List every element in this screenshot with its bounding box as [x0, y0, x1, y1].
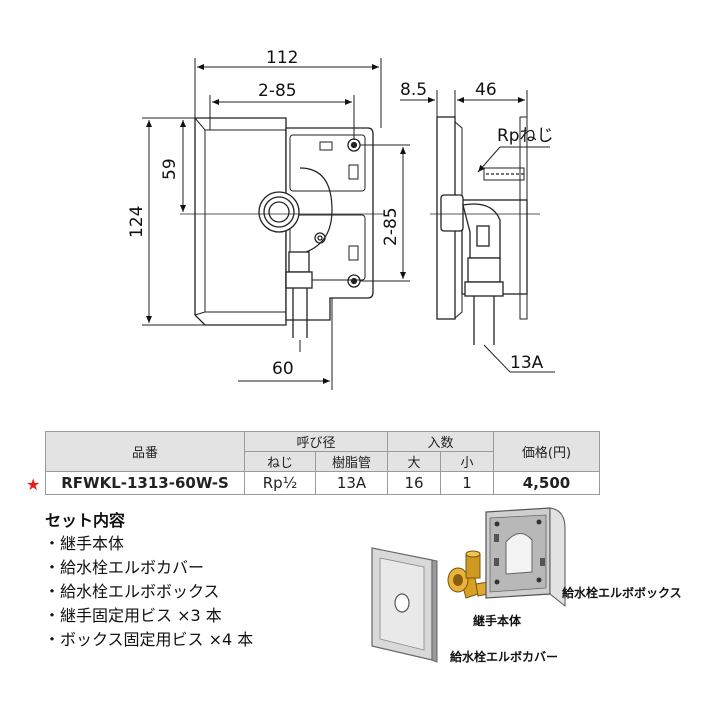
callout-body: 継手本体 — [473, 614, 522, 628]
front-view — [180, 117, 385, 338]
side-dimensions — [400, 90, 555, 373]
header-product-code: 品番 — [45, 431, 245, 472]
set-contents-title: セット内容 — [45, 511, 126, 530]
wall-box-image — [485, 507, 566, 608]
header-bore: 呼び径 — [244, 431, 388, 452]
list-item: 給水栓エルボボックス — [44, 580, 253, 604]
dim-height-total: 124 — [127, 206, 147, 238]
elbow-body-image — [447, 550, 489, 599]
front-dimensions — [142, 58, 410, 390]
header-price: 価格(円) — [493, 431, 600, 472]
dim-height-upper: 59 — [160, 158, 180, 180]
technical-drawing: 112 2-85 124 59 2-85 60 8.5 46 Rpねじ 1 — [127, 48, 555, 390]
list-item: 継手本体 — [44, 532, 253, 556]
cover-plate-image — [371, 547, 438, 663]
dim-side-depth: 46 — [475, 80, 497, 100]
header-quantity: 入数 — [387, 431, 494, 452]
cell-product-code: RFWKL-1313-60W-S — [45, 471, 245, 495]
dim-hole-pitch-h: 2-85 — [258, 81, 297, 101]
list-item: ボックス固定用ビス ×4 本 — [44, 628, 253, 652]
cell-qty-small: 1 — [440, 471, 494, 495]
header-resin: 樹脂管 — [315, 451, 388, 472]
table-row: RFWKL-1313-60W-S Rp½ 13A 16 1 4,500 — [45, 471, 600, 495]
dim-side-offset: 8.5 — [400, 80, 427, 100]
callout-box: 給水栓エルボボックス — [562, 586, 682, 600]
spec-table: 品番 呼び径 入数 価格(円) ねじ 樹脂管 大 小 RFWKL-1313-60… — [45, 431, 600, 495]
cell-qty-large: 16 — [387, 471, 441, 495]
callout-cover: 給水栓エルボカバー — [450, 650, 559, 664]
set-contents-list: 継手本体 給水栓エルボカバー 給水栓エルボボックス 継手固定用ビス ×3 本 ボ… — [44, 532, 253, 652]
dim-width-total: 112 — [266, 48, 298, 68]
side-view — [430, 116, 540, 345]
label-thread: Rpねじ — [497, 126, 554, 146]
label-pipe: 13A — [510, 353, 544, 373]
recommended-star: ★ — [26, 475, 41, 494]
cell-price: 4,500 — [493, 471, 600, 495]
assembly-illustration — [371, 507, 566, 663]
cell-resin: 13A — [315, 471, 388, 495]
cell-thread: Rp½ — [244, 471, 316, 495]
header-thread: ねじ — [244, 451, 316, 472]
dim-offset-bottom: 60 — [272, 359, 294, 379]
header-qty-large: 大 — [387, 451, 441, 472]
dim-hole-pitch-v: 2-85 — [381, 207, 401, 246]
list-item: 給水栓エルボカバー — [44, 556, 253, 580]
header-qty-small: 小 — [440, 451, 494, 472]
list-item: 継手固定用ビス ×3 本 — [44, 604, 253, 628]
